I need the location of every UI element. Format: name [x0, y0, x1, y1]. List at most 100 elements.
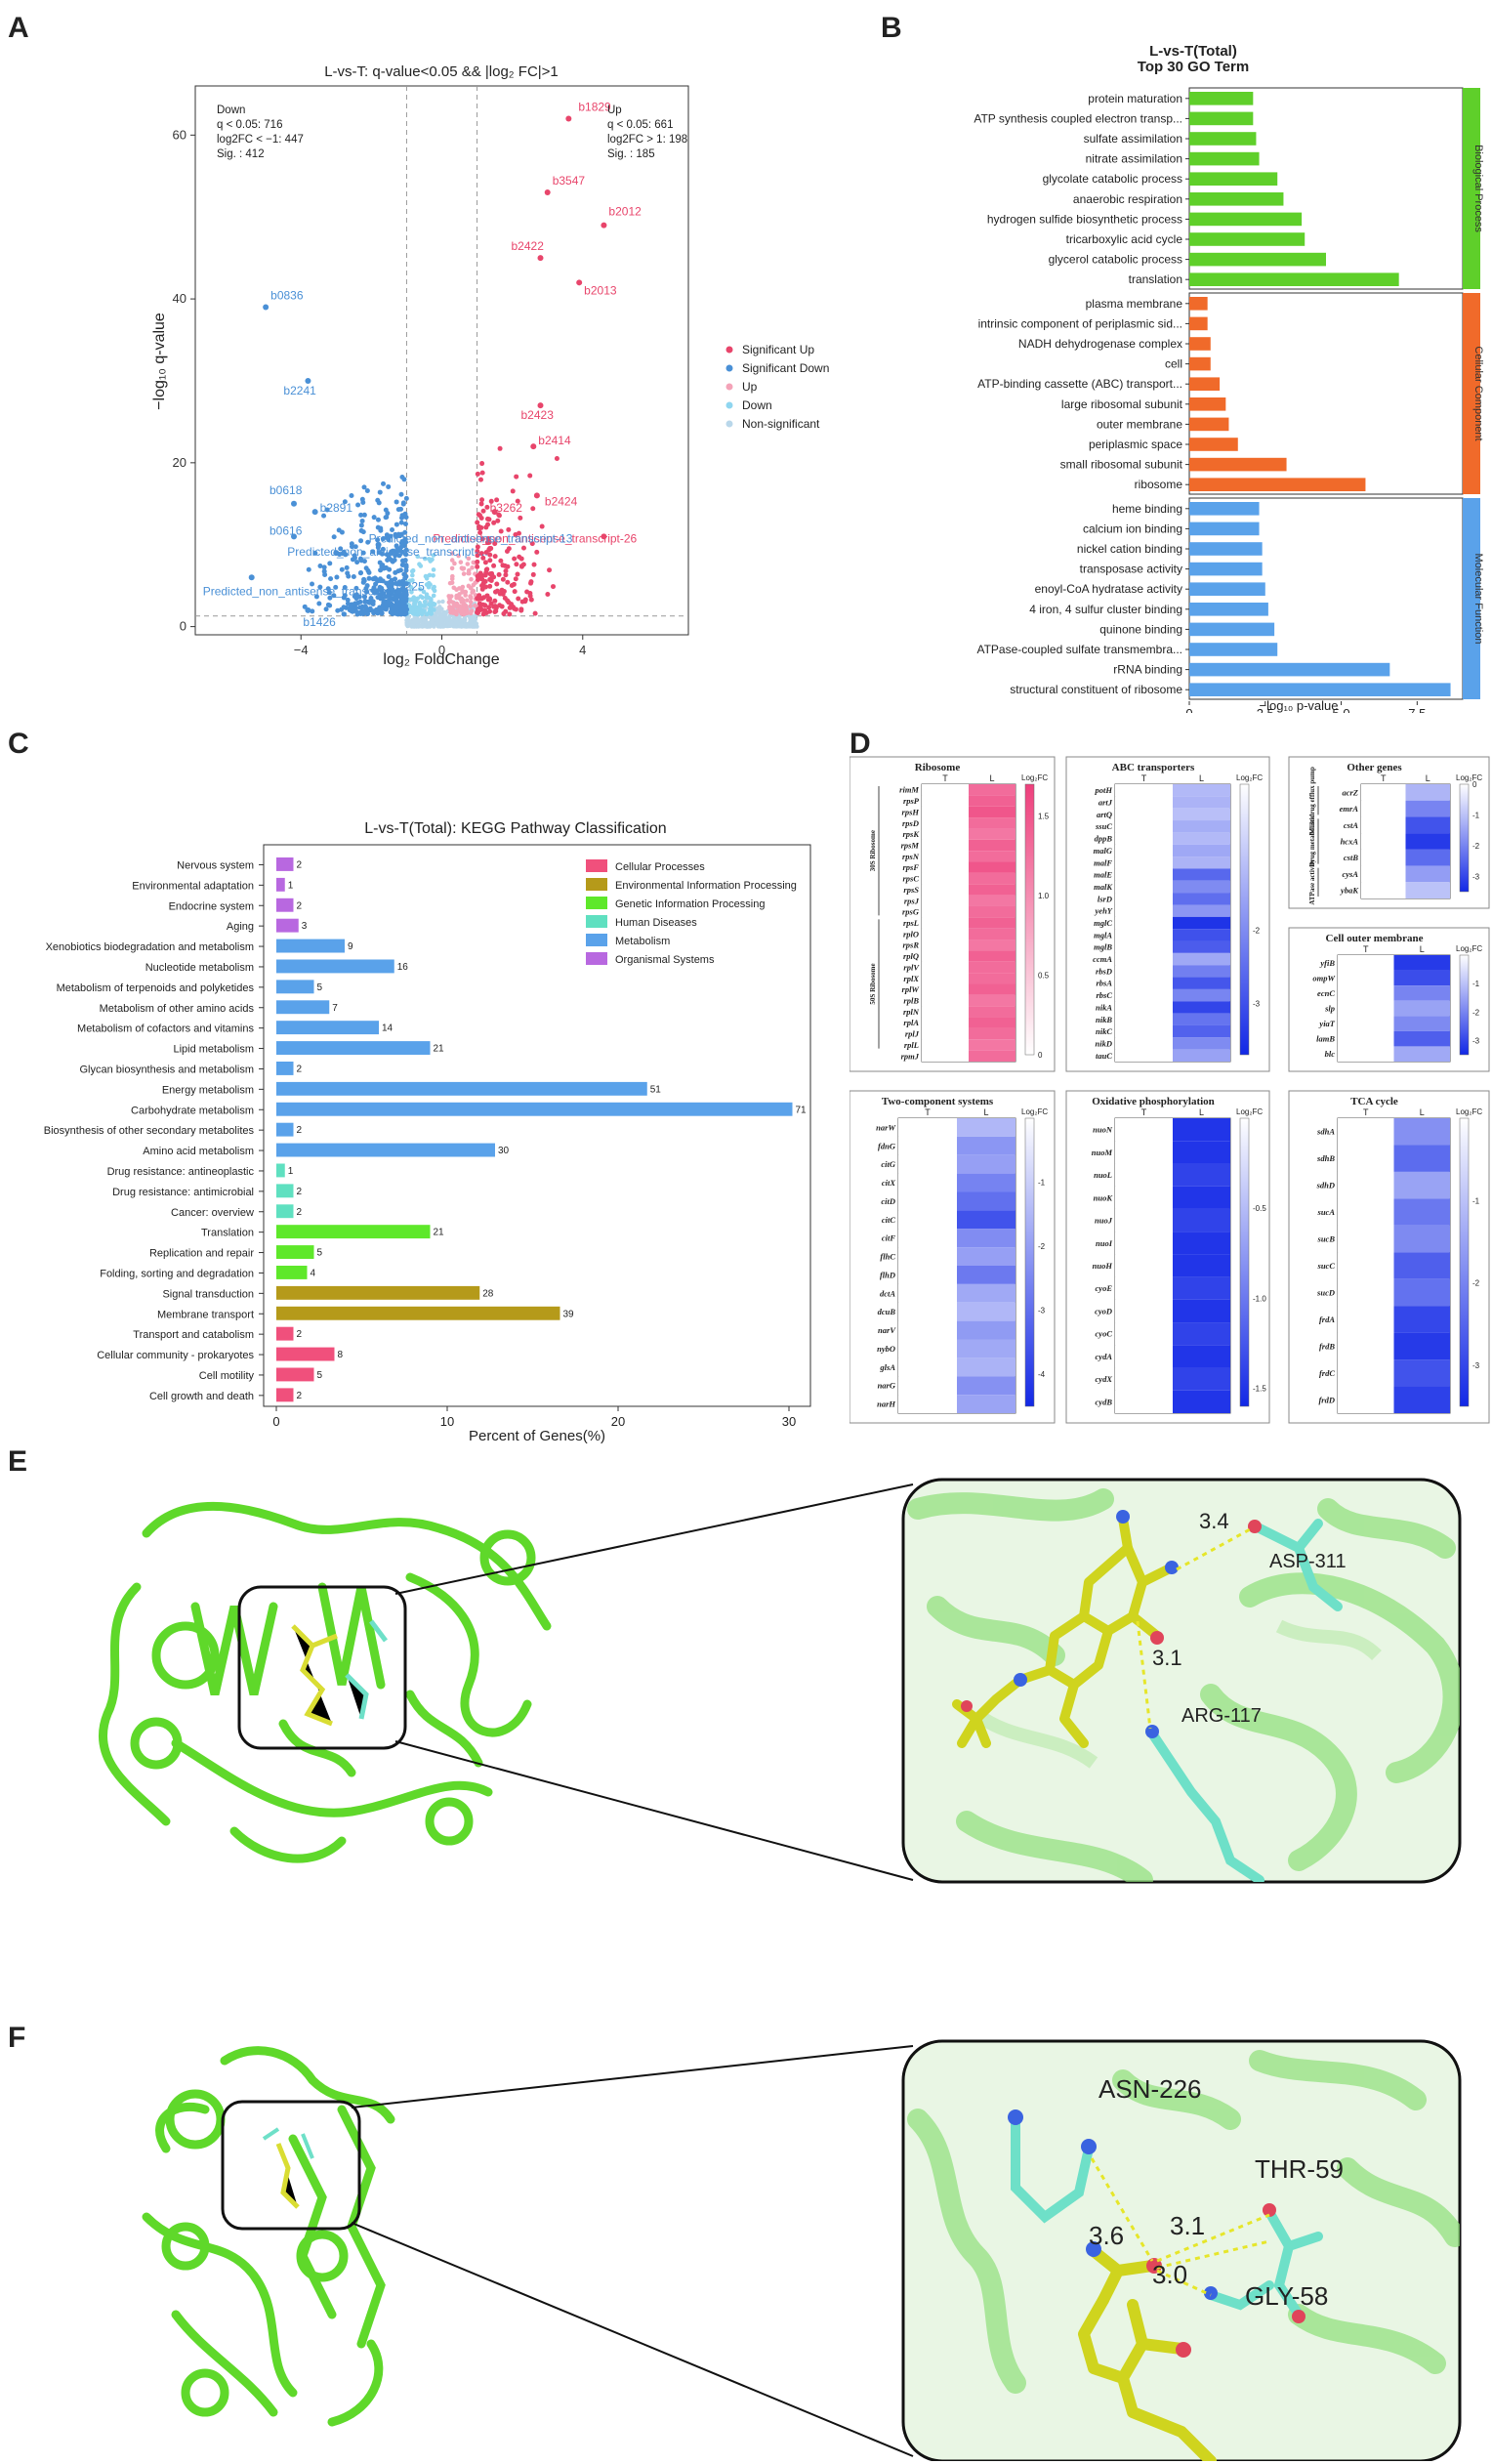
point-significant-up — [524, 589, 530, 595]
point-significant-up — [496, 571, 502, 577]
heatmap-cell-T — [1338, 1198, 1394, 1226]
point-significant-down — [352, 553, 357, 559]
kegg-legend-swatch-0 — [586, 859, 607, 872]
heatmap-cell-T — [1115, 893, 1173, 905]
point-significant-up — [479, 583, 485, 589]
go-group-label-0: Biological Process — [1472, 145, 1484, 232]
heatmap-cell-L — [969, 817, 1015, 829]
heatmap-cell-L — [1173, 1186, 1230, 1209]
point-significant-down — [389, 608, 394, 614]
labeled-point-10 — [263, 304, 269, 311]
point-significant-up — [516, 530, 521, 536]
heatmap-cell-T — [922, 861, 969, 873]
heatmap-gene-label: dctA — [880, 1288, 895, 1298]
point-significant-up — [480, 555, 486, 561]
heatmap-cell-T — [1115, 1049, 1173, 1062]
go-term-label: intrinsic component of periplasmic sid..… — [978, 316, 1182, 330]
go-bar — [1189, 478, 1366, 491]
kegg-bar-value: 4 — [311, 1268, 316, 1278]
heatmap-colorbar-tick: 1.0 — [1038, 892, 1050, 900]
kegg-category-label: Cellular community - prokaryotes — [97, 1350, 254, 1361]
point-non-significant — [453, 624, 458, 629]
kegg-legend-swatch-4 — [586, 934, 607, 946]
heatmap-cell-T — [1361, 849, 1406, 866]
point-down — [417, 562, 422, 567]
point-significant-up — [475, 520, 480, 525]
go-bar — [1189, 297, 1208, 311]
go-term-label: nitrate assimilation — [1086, 152, 1182, 166]
point-down — [428, 582, 433, 587]
heatmap-gene-label: citX — [882, 1178, 895, 1188]
kegg-category-label: Endocrine system — [169, 900, 254, 912]
heatmap-cell-T — [1115, 929, 1173, 941]
point-up — [449, 565, 455, 571]
heatmap-gene-label: rpsD — [902, 818, 919, 828]
heatmap-cell-T — [1115, 916, 1173, 930]
heatmap-colorbar-title: Log₂FC — [1456, 773, 1482, 782]
point-significant-down — [378, 525, 384, 531]
go-bar — [1189, 542, 1263, 556]
point-down — [418, 610, 423, 616]
point-down — [411, 595, 417, 600]
point-significant-down — [355, 600, 361, 606]
point-significant-up — [512, 556, 518, 562]
heatmap-cell-T — [1115, 1001, 1173, 1014]
point-significant-down — [358, 538, 364, 544]
point-non-significant — [438, 620, 444, 625]
heatmap-cell-L — [1393, 1198, 1450, 1226]
point-significant-up — [477, 477, 483, 482]
heatmap-cell-T — [898, 1357, 957, 1377]
heatmap-gene-label: sucB — [1317, 1234, 1336, 1244]
point-significant-down — [366, 575, 372, 581]
point-label-17: b3225 — [392, 580, 425, 594]
point-significant-down — [401, 586, 407, 592]
heatmap-cell-T — [1361, 833, 1406, 850]
go-bar — [1189, 603, 1268, 616]
kegg-legend-swatch-1 — [586, 878, 607, 891]
heatmap-cell-L — [969, 1050, 1015, 1062]
heatmap-cell-L — [969, 784, 1015, 796]
residue-label-thr59: THR-59 — [1255, 2154, 1344, 2184]
point-up — [468, 600, 474, 605]
point-significant-down — [399, 513, 405, 519]
point-significant-up — [486, 596, 492, 602]
point-significant-up — [512, 589, 518, 595]
up-summary-line-1: q < 0.05: 661 — [607, 119, 673, 131]
heatmap-gene-label: rplQ — [903, 951, 919, 961]
point-up — [470, 564, 475, 570]
labeled-point-17 — [386, 582, 393, 589]
ligand-overview-e — [291, 1624, 338, 1727]
heatmap-gene-label: rplJ — [905, 1029, 920, 1039]
heatmap-gene-label: rplW — [902, 984, 921, 994]
heatmap-gene-label: rpsF — [902, 862, 919, 872]
go-term-label: ATP synthesis coupled electron transp... — [974, 111, 1182, 125]
heatmap-cell-L — [1173, 1208, 1230, 1232]
point-significant-up — [482, 578, 488, 584]
point-down — [422, 556, 428, 562]
heatmap-cell-T — [1338, 1145, 1394, 1172]
kegg-category-label: Metabolism of terpenoids and polyketides — [57, 982, 255, 994]
heatmap-cell-L — [1173, 1118, 1230, 1142]
point-significant-up — [488, 546, 494, 552]
point-significant-down — [360, 610, 366, 616]
point-non-significant — [434, 615, 438, 621]
kegg-bar — [276, 1081, 647, 1096]
heatmap-cell-L — [1173, 1141, 1230, 1164]
point-significant-down — [360, 550, 366, 556]
heatmap-cell-T — [922, 1039, 969, 1051]
heatmap-cell-L — [1173, 784, 1230, 797]
kegg-category-label: Nervous system — [177, 859, 254, 871]
point-significant-down — [368, 596, 374, 602]
volcano-xtick-label-2: 4 — [579, 643, 586, 657]
point-significant-up — [507, 605, 513, 610]
point-significant-down — [336, 527, 342, 533]
heatmap-cell-L — [969, 839, 1015, 852]
point-significant-up — [518, 607, 524, 613]
heatmap-colorbar-tick: 1.5 — [1038, 813, 1050, 821]
heatmap-gene-label: blc — [1325, 1049, 1336, 1059]
heatmap-cell-L — [957, 1283, 1015, 1303]
point-up — [452, 561, 457, 566]
heatmap-cell-L — [957, 1339, 1015, 1358]
down-summary-line-3: Sig. : 412 — [217, 148, 265, 160]
heatmap-cell-T — [1338, 1118, 1394, 1146]
